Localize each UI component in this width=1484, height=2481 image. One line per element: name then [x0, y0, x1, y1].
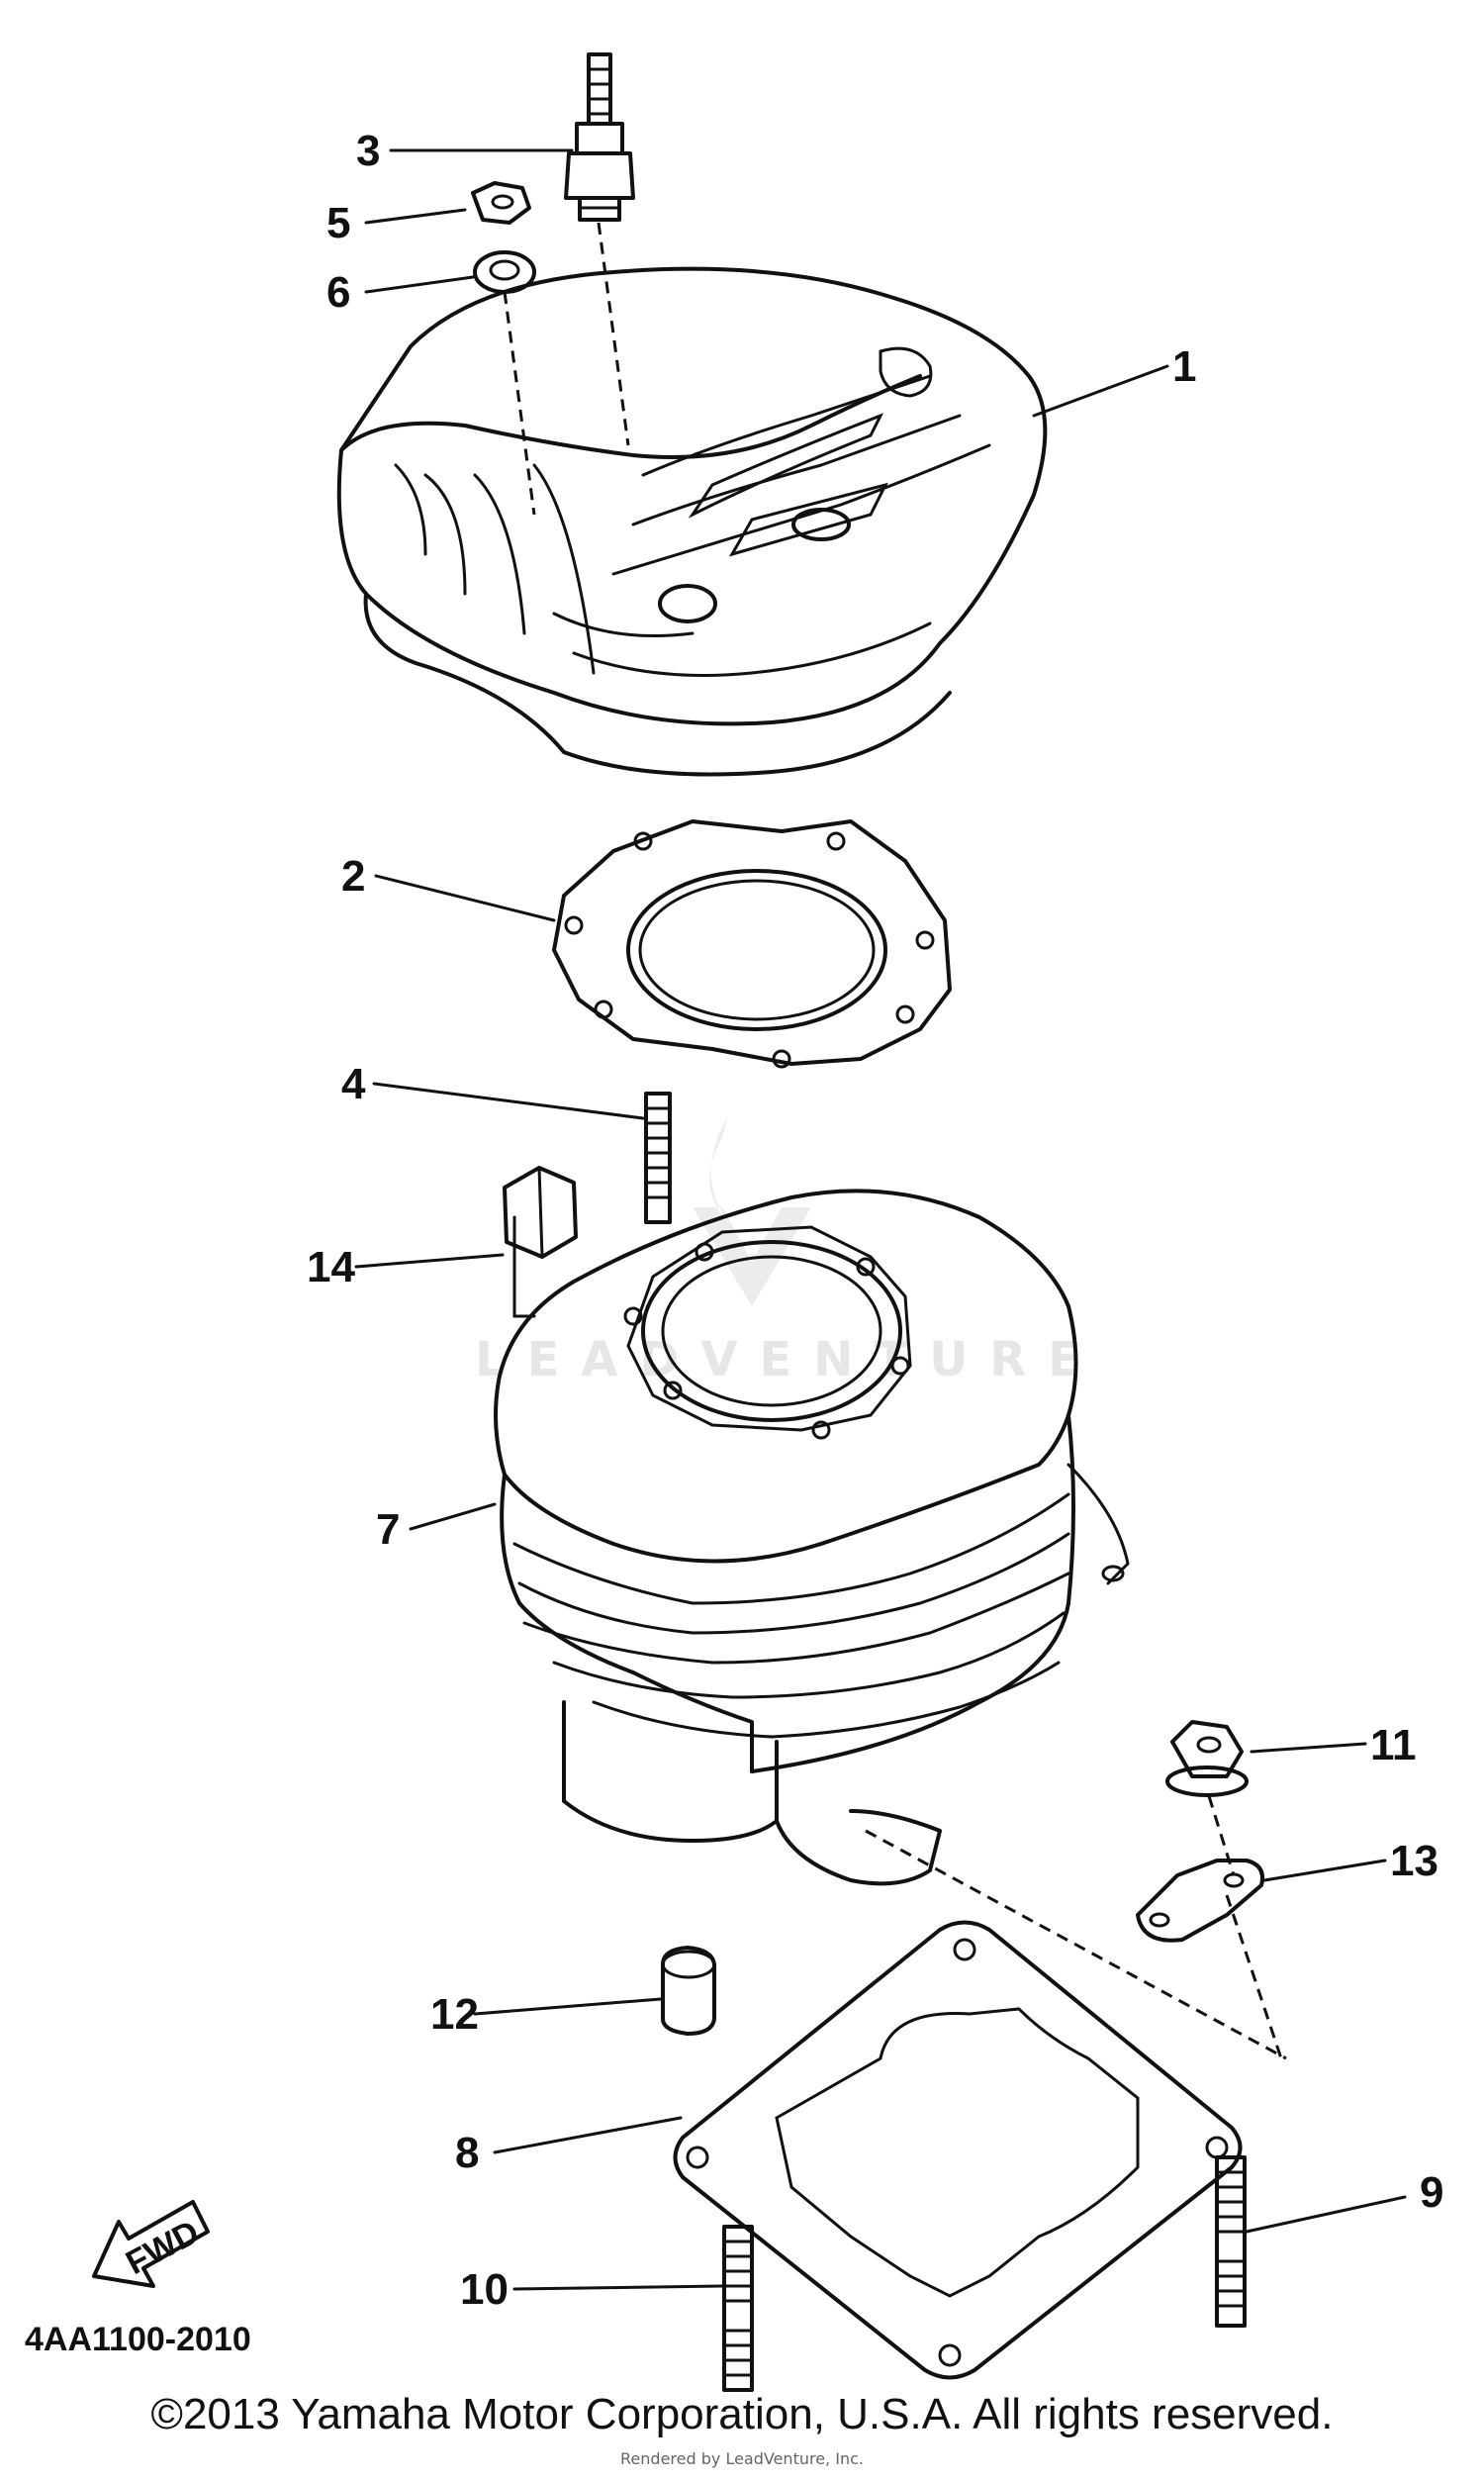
- bracket-plate: [1136, 1859, 1264, 1943]
- rendered-by-notice: Rendered by LeadVenture, Inc.: [620, 2449, 864, 2468]
- cylinder-head: [336, 266, 1048, 777]
- callout-12: 12: [430, 1990, 479, 2039]
- callout-2: 2: [341, 852, 365, 901]
- callout-14: 14: [307, 1243, 355, 1291]
- stud-bolt-right: [1215, 2155, 1247, 2328]
- diagram-code: 4AA1100-2010: [25, 2321, 251, 2358]
- base-gasket: [673, 1920, 1243, 2380]
- callout-4: 4: [341, 1060, 366, 1108]
- head-gasket: [552, 819, 952, 1069]
- assembly-line: [503, 291, 536, 516]
- assembly-line: [1207, 1795, 1236, 1876]
- copyright-notice: ©2013 Yamaha Motor Corporation, U.S.A. A…: [150, 2390, 1334, 2438]
- callout-9: 9: [1420, 2168, 1443, 2217]
- callout-13: 13: [1390, 1837, 1438, 1885]
- callout-1: 1: [1172, 342, 1196, 391]
- callout-8: 8: [455, 2129, 479, 2177]
- spark-plug: [564, 52, 635, 222]
- nut: [471, 181, 531, 225]
- flange-nut: [1165, 1720, 1249, 1797]
- fwd-arrow-icon: FWD: [92, 2200, 210, 2288]
- callout-7: 7: [376, 1505, 400, 1554]
- assembly-line: [865, 1829, 1287, 2060]
- watermark: LEADVENTURE: [475, 1118, 1102, 1387]
- callout-11: 11: [1370, 1721, 1417, 1769]
- fwd-label: FWD: [120, 2213, 205, 2282]
- callout-3: 3: [356, 127, 380, 175]
- callout-5: 5: [326, 199, 350, 247]
- stud-bolt-left: [722, 2225, 754, 2392]
- assembly-line: [597, 222, 630, 446]
- assembly-line: [1225, 1894, 1283, 2059]
- dowel-pin: [661, 1946, 716, 2036]
- retainer-clip: [503, 1166, 578, 1318]
- callout-6: 6: [326, 268, 350, 317]
- stud-bolt: [644, 1092, 672, 1224]
- callout-10: 10: [460, 2265, 509, 2314]
- watermark-text: LEADVENTURE: [475, 1332, 1102, 1387]
- leader-lines: [354, 148, 1407, 2291]
- cylinder: [494, 1189, 1130, 1886]
